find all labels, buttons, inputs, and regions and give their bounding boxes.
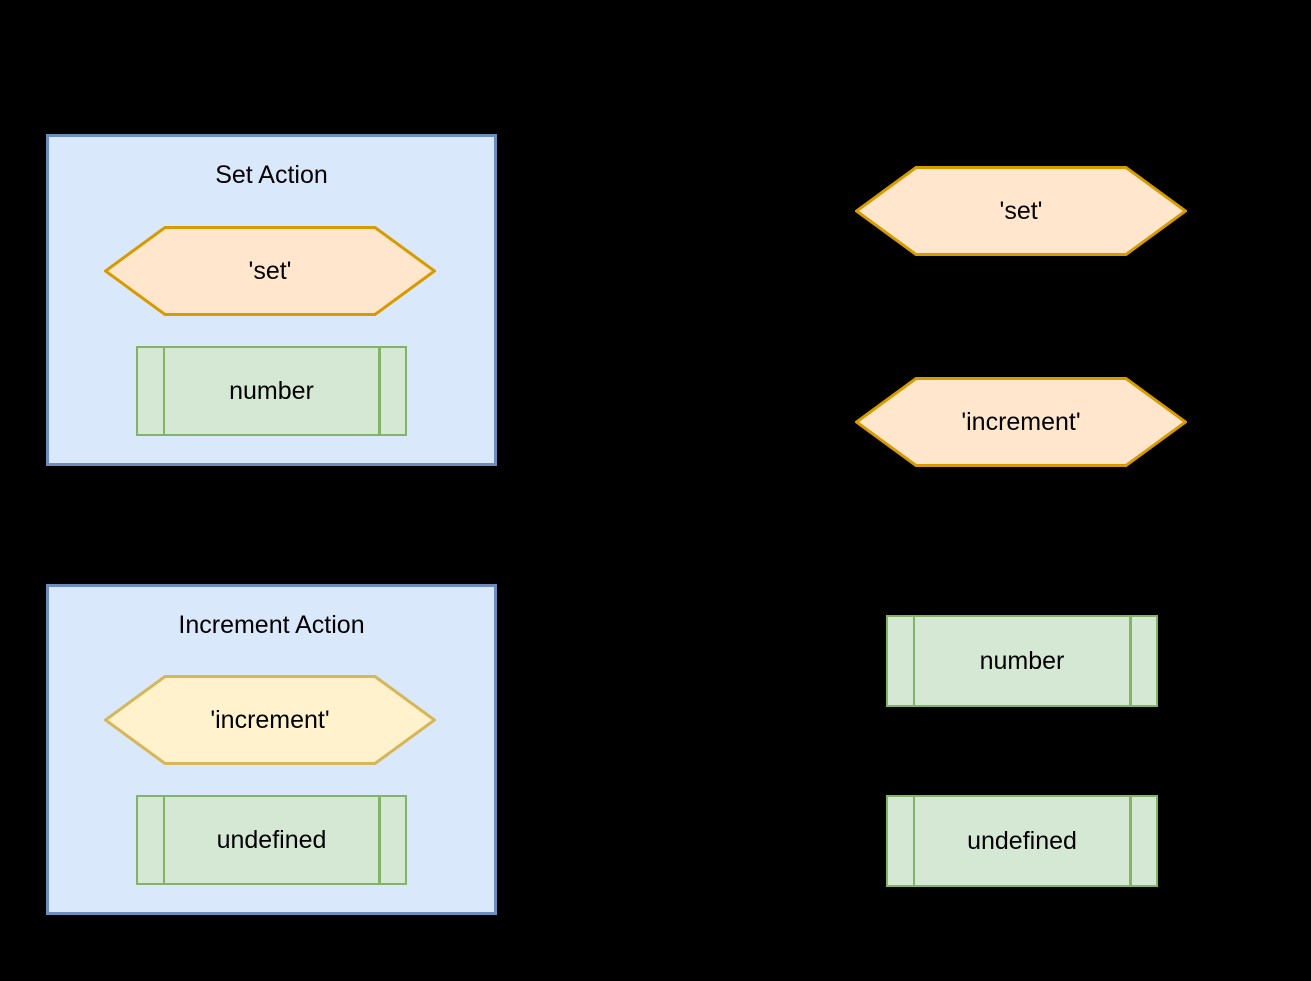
right-process-number: number (886, 615, 1158, 707)
set-action-hexagon-label: 'set' (248, 256, 292, 285)
right-process-undefined-label: undefined (967, 826, 1077, 855)
set-action-process-label: number (229, 376, 314, 405)
hexagon-shape (855, 377, 1187, 467)
hexagon-shape (855, 166, 1187, 256)
right-hexagon-increment-label: 'increment' (961, 407, 1081, 436)
set-action-group-title: Set Action (215, 161, 328, 189)
process-side-line (378, 797, 381, 883)
hexagon-shape (104, 675, 436, 765)
process-side-line (378, 348, 381, 434)
set-action-process: number (136, 346, 407, 436)
process-side-line (162, 348, 165, 434)
process-side-line (912, 617, 915, 705)
process-side-line (162, 797, 165, 883)
increment-action-process: undefined (136, 795, 407, 885)
set-action-hexagon: 'set' (104, 226, 436, 316)
increment-action-hexagon: 'increment' (104, 675, 436, 765)
hexagon-shape (104, 226, 436, 316)
right-hexagon-set: 'set' (855, 166, 1187, 256)
process-side-line (1129, 797, 1132, 885)
right-hexagon-increment: 'increment' (855, 377, 1187, 467)
process-side-line (1129, 617, 1132, 705)
right-process-number-label: number (979, 646, 1065, 675)
process-side-line (912, 797, 915, 885)
right-process-undefined: undefined (886, 795, 1158, 887)
increment-action-hexagon-label: 'increment' (210, 705, 330, 734)
increment-action-process-label: undefined (216, 825, 327, 854)
increment-action-group-title: Increment Action (178, 611, 365, 639)
right-hexagon-set-label: 'set' (999, 196, 1043, 225)
